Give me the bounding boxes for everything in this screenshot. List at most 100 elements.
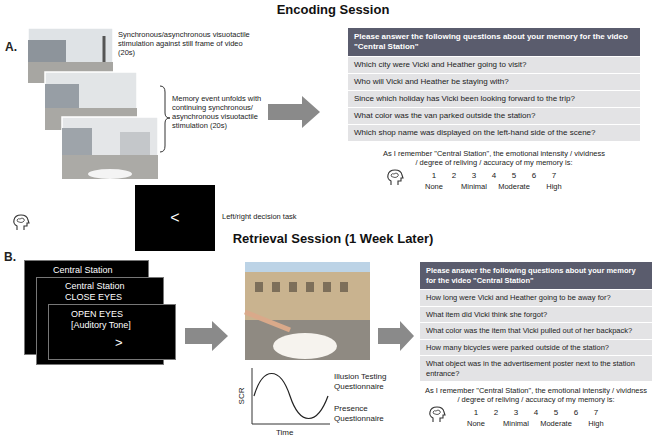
question-row: What color was the item that Vicki pulle… [420, 322, 652, 339]
scale-anchor: None [454, 419, 498, 428]
axis-label: SCR [237, 381, 247, 411]
photo-stroller [273, 333, 337, 359]
scale-number: 1 [466, 408, 486, 418]
flow-arrow [185, 321, 228, 351]
plot-axis [252, 424, 330, 425]
annotation: Left/right decision task [222, 212, 302, 221]
scale-number: 2 [444, 171, 464, 181]
frame-ground [62, 155, 158, 179]
screen-text: CLOSE EYES [65, 292, 163, 303]
annotation: Memory event unfolds with continuing syn… [172, 94, 268, 130]
screen-text: OPEN EYES [71, 309, 175, 320]
scale-number: 6 [566, 408, 586, 418]
photo-window [306, 282, 314, 292]
frame-stroller [88, 169, 132, 179]
panel-letter: B. [4, 250, 16, 264]
head-outline [388, 170, 403, 185]
rating-prompt: As I remember "Central Station", the emo… [424, 386, 648, 404]
brain-icon-svg [12, 214, 30, 231]
scale-number: 7 [586, 408, 606, 418]
question-text: How many bicycles were parked outside of… [426, 343, 646, 353]
frame-building [45, 84, 79, 110]
annotation: Synchronous/asynchronous visuotactile st… [118, 30, 250, 57]
brain-outline [17, 218, 24, 223]
scale-number: 7 [544, 171, 564, 181]
brain-icon [386, 169, 404, 186]
section-title: Retrieval Session (1 Week Later) [0, 231, 666, 246]
brain-outline [391, 173, 398, 178]
photo-window [289, 282, 297, 292]
head-outline [14, 215, 29, 230]
question-row: How many bicycles were parked outside of… [420, 339, 652, 356]
screen-text: Central Station [65, 281, 163, 292]
header-text: Please answer the following questions ab… [426, 266, 646, 285]
frame-building [62, 128, 92, 156]
scale-anchor: High [532, 182, 576, 191]
black-screen: < [135, 185, 215, 251]
photo-window [272, 282, 280, 292]
screen-text: > [71, 336, 175, 350]
brain-icon [12, 214, 30, 231]
question-text: How long were Vicki and Heather going to… [426, 293, 646, 303]
axis-label: Time [276, 428, 293, 438]
question-text: What object was in the advertisement pos… [426, 359, 646, 378]
brain-icon-svg [386, 169, 404, 186]
frame-sky [62, 117, 158, 179]
photo-sky [245, 262, 370, 360]
scale-number: 5 [504, 171, 524, 181]
scale-anchor: None [412, 182, 456, 191]
question-row: Which shop name was displayed on the lef… [348, 124, 640, 141]
question-text: Which city were Vicki and Heather going … [354, 60, 634, 70]
scale-number: 3 [506, 408, 526, 418]
flow-arrow [268, 96, 320, 128]
question-text: Since which holiday has Vicki been looki… [354, 94, 634, 104]
brain-outline [433, 410, 440, 415]
scale-number: 6 [524, 171, 544, 181]
scr-plot [252, 368, 330, 424]
question-text: Who will Vicki and Heather be staying wi… [354, 77, 634, 87]
questionnaire-label: Presence Questionnaire [334, 404, 396, 424]
scale-number: 4 [526, 408, 546, 418]
question-row: What color was the van parked outside th… [348, 107, 640, 124]
photo-arm [245, 312, 290, 330]
scale-number: 2 [486, 408, 506, 418]
question-row: How long were Vicki and Heather going to… [420, 289, 652, 306]
black-screen: OPEN EYES[Auditory Tone] > [48, 304, 176, 360]
screen-text: Central Station [53, 265, 148, 276]
question-text: What color was the item that Vicki pulle… [426, 326, 646, 336]
scale-anchor: High [574, 419, 618, 428]
video-frame [62, 117, 158, 179]
frame-van [120, 132, 150, 156]
question-row: What object was in the advertisement pos… [420, 355, 652, 381]
screen-symbol: < [135, 185, 215, 251]
questionnaire-header: Please answer the following questions ab… [420, 262, 652, 289]
scale-anchor: Moderate [534, 419, 578, 428]
panel-letter: A. [5, 40, 17, 54]
questionnaire-label: Illusion Testing Questionnaire [334, 372, 396, 392]
question-row: What item did Vicki think she forgot? [420, 306, 652, 323]
plot-axis [252, 368, 253, 424]
screen-text: [Auditory Tone] [71, 320, 175, 331]
photo-road [245, 320, 370, 360]
brain-icon [428, 406, 446, 423]
scale-anchor: Minimal [494, 419, 538, 428]
question-row: Since which holiday has Vicki been looki… [348, 90, 640, 107]
scale-number: 4 [484, 171, 504, 181]
scale-number: 1 [424, 171, 444, 181]
question-text: Which shop name was displayed on the lef… [354, 128, 634, 138]
question-row: Which city were Vicki and Heather going … [348, 56, 640, 73]
flow-arrow [378, 321, 414, 351]
section-title: Encoding Session [0, 2, 666, 17]
video-photo [245, 262, 370, 360]
frame-person [103, 36, 106, 62]
head-outline [430, 407, 445, 422]
photo-window [323, 282, 331, 292]
scale-number: 5 [546, 408, 566, 418]
scale-anchor: Minimal [452, 182, 496, 191]
bracket [160, 86, 170, 152]
question-row: Who will Vicki and Heather be staying wi… [348, 73, 640, 90]
photo-window [255, 282, 263, 292]
brain-icon-svg [428, 406, 446, 423]
scale-number: 3 [464, 171, 484, 181]
